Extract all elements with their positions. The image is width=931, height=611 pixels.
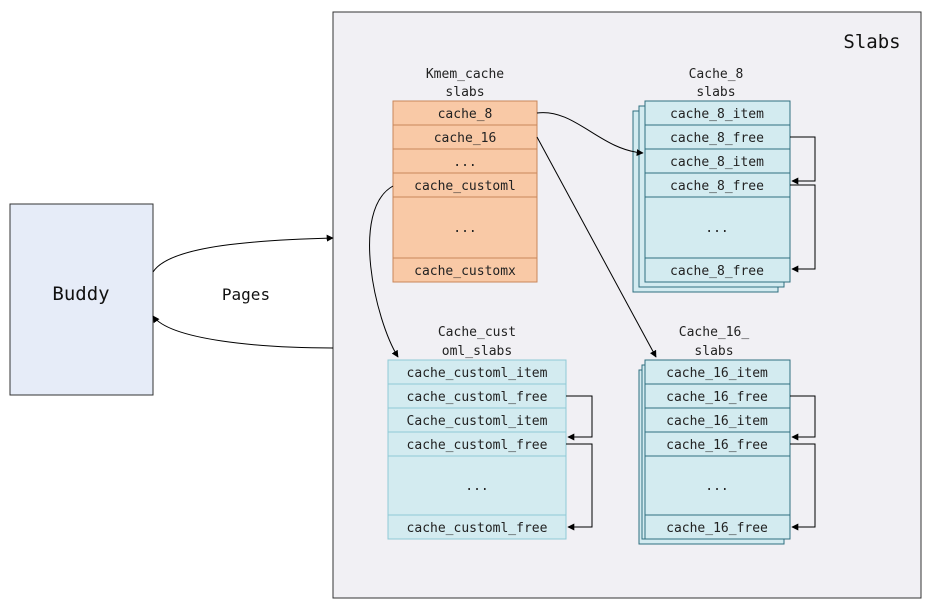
custom-row <box>387 514 567 540</box>
kmem-row-label: ... <box>453 221 476 236</box>
cache8-row <box>644 124 791 150</box>
kmem-title-line2: slabs <box>445 85 484 100</box>
custom-row <box>387 407 567 433</box>
arrow-cache16-to-slabs <box>536 136 657 358</box>
kmem-cache-group: Kmem_cache slabs cache_8 cache_16 ... ca… <box>392 67 538 283</box>
cache8-free-link <box>790 184 816 273</box>
arrow-slabs-to-buddy <box>152 315 334 349</box>
custom-group: Cache_cust oml_slabs cache_customl_item … <box>387 325 593 540</box>
kmem-row-label: cache_customl <box>414 179 516 194</box>
cache8-row <box>644 100 791 126</box>
cache16-free-link <box>790 443 816 531</box>
cache8-row <box>644 257 791 283</box>
cache16-row <box>644 407 791 433</box>
cache8-free-link <box>790 136 816 185</box>
kmem-row <box>392 196 538 259</box>
cache16-title-line2: slabs <box>694 344 733 359</box>
kmem-row-label: cache_16 <box>434 131 497 146</box>
cache16-title-line1: Cache_16_ <box>679 325 750 340</box>
kmem-row-label: ... <box>453 155 476 170</box>
custom-row-label: ... <box>465 479 488 494</box>
cache16-row-label: cache_16_free <box>666 438 768 453</box>
custom-row-label: cache_customl_free <box>407 390 548 405</box>
kmem-row <box>392 148 538 174</box>
custom-title-line1: Cache_cust <box>438 325 516 340</box>
arrow-customl-to-slabs <box>369 185 399 358</box>
kmem-row-label: cache_8 <box>438 107 493 122</box>
slabs-title: Slabs <box>843 31 900 53</box>
custom-row <box>387 455 567 516</box>
cache8-title-line2: slabs <box>696 85 735 100</box>
cache16-row-label: cache_16_free <box>666 390 768 405</box>
cache8-row-label: cache_8_item <box>670 155 764 170</box>
cache16-group: Cache_16_ slabs cache_16_item cache_16_f… <box>638 325 816 545</box>
cache16-row-label: cache_16_item <box>666 366 768 381</box>
custom-row-label: cache_customl_item <box>407 366 548 381</box>
cache16-row-label: ... <box>705 479 728 494</box>
cache8-row-label: cache_8_free <box>670 179 764 194</box>
kmem-row <box>392 172 538 198</box>
buddy-box <box>9 203 154 396</box>
cache8-row <box>644 196 791 259</box>
kmem-title-line1: Kmem_cache <box>426 67 504 82</box>
custom-title-line2: oml_slabs <box>442 344 512 359</box>
cache8-row <box>644 172 791 198</box>
kmem-row <box>392 257 538 283</box>
custom-row-label: Cache_customl_item <box>407 414 548 429</box>
cache8-row-label: cache_8_free <box>670 131 764 146</box>
cache8-row-label: cache_8_item <box>670 107 764 122</box>
cache16-row <box>644 514 791 540</box>
cache8-row-label: ... <box>705 221 728 236</box>
buddy-label: Buddy <box>52 283 109 305</box>
cache16-row <box>644 431 791 457</box>
arrow-cache8-to-slabs <box>536 112 644 157</box>
custom-row-label: cache_customl_free <box>407 521 548 536</box>
kmem-row <box>392 100 538 126</box>
custom-row-label: cache_customl_free <box>407 438 548 453</box>
pages-label: Pages <box>222 285 270 304</box>
arrow-buddy-to-slabs <box>152 234 334 273</box>
cache8-row-label: cache_8_free <box>670 264 764 279</box>
custom-free-link <box>566 395 593 441</box>
cache16-row-label: cache_16_item <box>666 414 768 429</box>
cache8-title-line1: Cache_8 <box>689 67 744 82</box>
cache16-row <box>644 455 791 516</box>
cache16-row-label: cache_16_free <box>666 521 768 536</box>
cache8-group: Cache_8 slabs cache_8_item cache_8_free … <box>632 67 816 293</box>
custom-row <box>387 383 567 409</box>
custom-free-link <box>566 443 593 531</box>
kmem-row-label: cache_customx <box>414 264 516 279</box>
cache16-free-link <box>790 395 816 441</box>
cache8-row <box>644 148 791 174</box>
cache16-row <box>644 383 791 409</box>
